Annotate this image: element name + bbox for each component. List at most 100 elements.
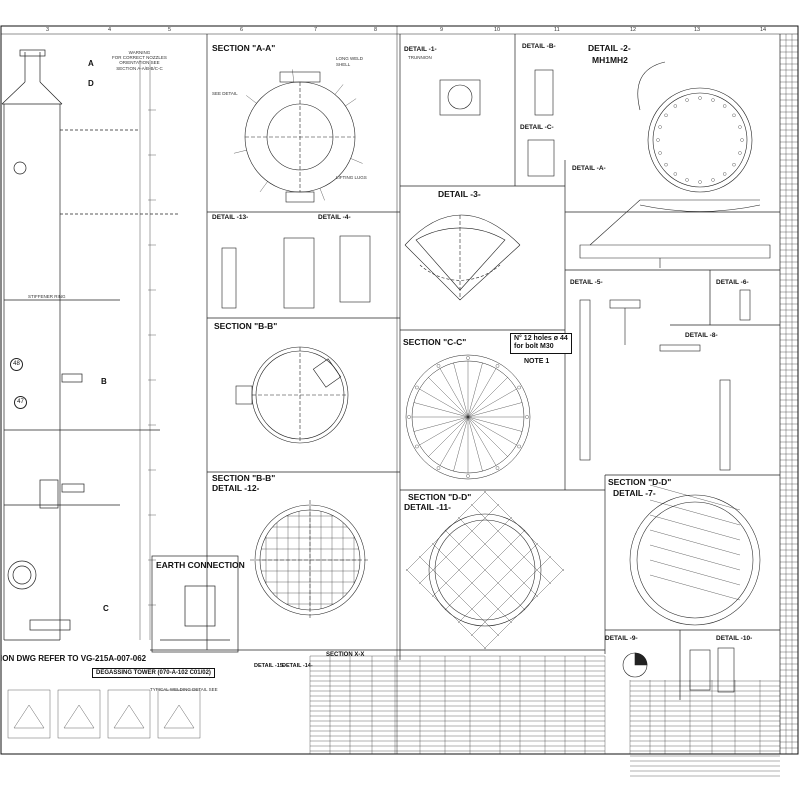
grid-column-number: 5: [168, 27, 172, 33]
radial-line: [428, 377, 469, 418]
grid-column-number: 9: [440, 27, 444, 33]
grid-column-number: 7: [314, 27, 318, 33]
bolt-hole: [517, 385, 521, 390]
grid-column-number: 10: [494, 27, 501, 33]
warning-line: WARNING: [128, 50, 151, 55]
detail-11-title: DETAIL -11-: [404, 502, 451, 512]
radial-line: [453, 416, 469, 472]
radial-line: [419, 388, 469, 418]
support-beam: [649, 499, 741, 526]
detail-1-subtitle: TRUNNION: [408, 55, 432, 60]
bolt-hole: [685, 98, 689, 102]
weld-symbol: [13, 704, 45, 729]
grid-column-number: 13: [694, 27, 701, 33]
detail-5-6-8-drawing: [579, 289, 751, 471]
detail-2-drawing: [637, 61, 761, 212]
reference-drawing-note: ION DWG REFER TO VG-215A-007-062: [0, 654, 147, 663]
see-detail-label: SEE DETAIL: [212, 91, 238, 96]
detail-1-title: DETAIL -1-: [404, 46, 437, 53]
grid-column-number: 14: [760, 27, 767, 33]
detail-5-title: DETAIL -5-: [570, 279, 603, 286]
section-marker-b: B: [101, 377, 107, 386]
support-beam: [457, 542, 539, 624]
bolt-hole: [415, 444, 419, 449]
lifting-lugs-label: LIFTING LUGS: [336, 175, 367, 180]
generated-line-work: [7, 39, 798, 777]
grid-column-number: 8: [374, 27, 378, 33]
detail-4-title: DETAIL -4-: [318, 214, 351, 221]
shell-label: SHELL: [336, 62, 351, 67]
radial-line: [467, 416, 523, 432]
radial-line: [467, 402, 523, 418]
bolt-hole: [415, 385, 419, 390]
weld-symbol: [113, 704, 145, 729]
sheet-border: [0, 25, 799, 755]
bolt-hole: [711, 98, 715, 102]
bolt-hole: [685, 178, 689, 182]
section-aa-title: SECTION "A-A": [212, 43, 276, 53]
bolt-hole: [664, 163, 668, 167]
degassing-tower-label: DEGASSING TOWER (070-A-102 C01/02): [92, 668, 215, 678]
nozzle: [334, 84, 344, 95]
support-beam: [483, 490, 565, 572]
radial-line: [467, 388, 517, 418]
radial-line: [467, 362, 483, 418]
support-beam: [649, 529, 741, 556]
bolt-hole: [723, 172, 727, 176]
support-beam: [649, 514, 741, 541]
weld-symbol: [163, 704, 195, 729]
support-beam: [470, 555, 552, 637]
item-balloon-48: 48: [10, 358, 23, 371]
vessel-elevation: [1, 49, 180, 641]
radial-line: [467, 416, 497, 466]
radial-line: [467, 377, 508, 418]
bolt-hole: [738, 125, 742, 129]
section-aa-drawing: [244, 71, 356, 203]
radial-line: [439, 368, 469, 418]
radial-line: [467, 416, 508, 457]
note-1-label: NOTE 1: [524, 358, 550, 365]
detail-2-title: DETAIL -2-: [588, 43, 631, 53]
bolt-holes-line: N° 12 holes ø 44: [514, 335, 568, 342]
bolt-hole: [732, 163, 736, 167]
radial-line: [467, 416, 517, 446]
support-beam: [470, 503, 552, 585]
detail-8-title: DETAIL -8-: [685, 332, 718, 339]
bolt-hole: [436, 466, 441, 470]
panel-dividers: [150, 34, 781, 754]
bolt-hole: [673, 104, 677, 108]
bolt-hole: [407, 415, 411, 419]
bolt-hole: [723, 104, 727, 108]
bolt-hole: [658, 151, 662, 155]
bolt-hole: [656, 138, 660, 142]
detail-2-subtitle: MH1MH2: [592, 55, 628, 65]
nozzle: [259, 181, 268, 193]
detail-15-title: DETAIL -15-: [254, 663, 285, 669]
section-dd-detail7-drawing: [629, 494, 761, 626]
long-weld-label: LONG WELD: [336, 56, 364, 61]
support-beam: [649, 559, 741, 586]
section-marker-c: C: [103, 604, 109, 613]
bolt-hole: [738, 151, 742, 155]
detail-9-title: DETAIL -9-: [605, 635, 638, 642]
detail-14-title: DETAIL -14-: [282, 663, 313, 669]
bolt-hole: [732, 113, 736, 117]
radial-line: [413, 402, 469, 418]
bolt-hole: [658, 125, 662, 129]
section-marker-d: D: [88, 79, 94, 88]
weld-detail-box: [157, 689, 201, 739]
section-dd-title: SECTION "D-D": [408, 492, 472, 502]
bolt-holes-line: for bolt M30: [514, 343, 554, 351]
radial-line: [467, 368, 497, 418]
bolt-hole: [664, 113, 668, 117]
detail-a-drawing: [579, 199, 771, 268]
section-xx-title: SECTION X-X: [326, 652, 365, 658]
radial-line: [428, 416, 469, 457]
warning-line: ORIENTATION SEE: [119, 60, 160, 66]
item-balloon-47: 47: [14, 396, 27, 409]
bolt-hole: [673, 172, 677, 176]
weld-detail-box: [107, 689, 151, 739]
support-beam: [483, 568, 565, 650]
section-bb-12-title: SECTION "B-B": [212, 473, 276, 483]
